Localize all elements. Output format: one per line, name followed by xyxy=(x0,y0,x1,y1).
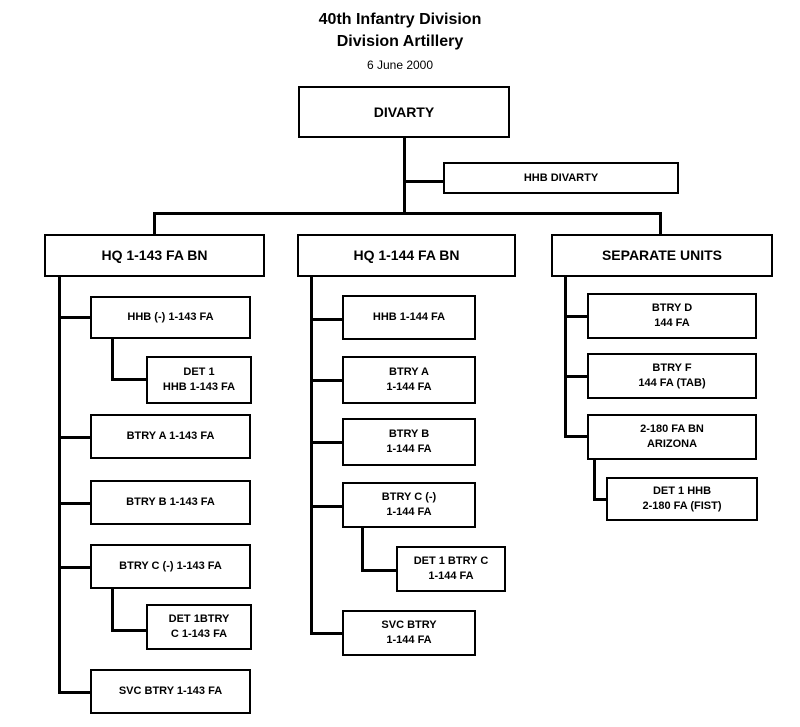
connector-line xyxy=(361,569,397,572)
connector-line xyxy=(564,375,588,378)
box-hhb-1-144-fa: HHB 1-144 FA xyxy=(342,295,476,340)
connector-line xyxy=(593,459,596,501)
box-svc-btry-1-144-fa: SVC BTRY 1-144 FA xyxy=(342,610,476,656)
connector-line xyxy=(111,629,147,632)
box-btry-f-144-fa-tab: BTRY F 144 FA (TAB) xyxy=(587,353,757,399)
connector-line xyxy=(310,276,313,635)
connector-line xyxy=(310,379,342,382)
box-divarty: DIVARTY xyxy=(298,86,510,138)
connector-line xyxy=(310,505,342,508)
connector-line xyxy=(58,276,61,694)
box-btry-a-1-143-fa: BTRY A 1-143 FA xyxy=(90,414,251,459)
connector-line xyxy=(58,316,90,319)
connector-line xyxy=(58,436,90,439)
box-btry-b-1-144-fa: BTRY B 1-144 FA xyxy=(342,418,476,466)
connector-line xyxy=(58,566,90,569)
box-det-1-btry-c-1-143-fa: DET 1BTRY C 1-143 FA xyxy=(146,604,252,650)
connector-line xyxy=(111,378,147,381)
connector-line xyxy=(361,527,364,572)
box-btry-b-1-143-fa: BTRY B 1-143 FA xyxy=(90,480,251,525)
box-separate-units: SEPARATE UNITS xyxy=(551,234,773,277)
box-btry-c-1-143-fa: BTRY C (-) 1-143 FA xyxy=(90,544,251,589)
connector-line xyxy=(564,315,588,318)
connector-line xyxy=(153,212,661,215)
box-svc-btry-1-143-fa: SVC BTRY 1-143 FA xyxy=(90,669,251,714)
box-hhb-divarty: HHB DIVARTY xyxy=(443,162,679,194)
connector-line xyxy=(310,318,342,321)
box-det-1-btry-c-1-144-fa: DET 1 BTRY C 1-144 FA xyxy=(396,546,506,592)
box-det-1-hhb-1-143-fa: DET 1 HHB 1-143 FA xyxy=(146,356,252,404)
connector-line xyxy=(593,498,608,501)
connector-line xyxy=(111,338,114,380)
connector-line xyxy=(310,632,342,635)
chart-date: 6 June 2000 xyxy=(366,58,434,72)
connector-line xyxy=(659,212,662,234)
connector-line xyxy=(153,212,156,234)
connector-line xyxy=(58,502,90,505)
connector-line xyxy=(111,588,114,631)
chart-subtitle: Division Artillery xyxy=(336,33,464,50)
box-hq-1-144-fa-bn: HQ 1-144 FA BN xyxy=(297,234,516,277)
box-hq-1-143-fa-bn: HQ 1-143 FA BN xyxy=(44,234,265,277)
box-btry-c-1-144-fa: BTRY C (-) 1-144 FA xyxy=(342,482,476,528)
connector-line xyxy=(564,435,588,438)
connector-line xyxy=(403,136,406,214)
connector-line xyxy=(58,691,90,694)
connector-line xyxy=(310,441,342,444)
chart-title: 40th Infantry Division xyxy=(318,11,482,28)
box-det-1-hhb-2-180-fa-fist: DET 1 HHB 2-180 FA (FIST) xyxy=(606,477,758,521)
connector-line xyxy=(403,180,445,183)
box-2-180-fa-bn-arizona: 2-180 FA BN ARIZONA xyxy=(587,414,757,460)
connector-line xyxy=(564,276,567,438)
box-btry-d-144-fa: BTRY D 144 FA xyxy=(587,293,757,339)
box-btry-a-1-144-fa: BTRY A 1-144 FA xyxy=(342,356,476,404)
box-hhb-1-143-fa: HHB (-) 1-143 FA xyxy=(90,296,251,339)
